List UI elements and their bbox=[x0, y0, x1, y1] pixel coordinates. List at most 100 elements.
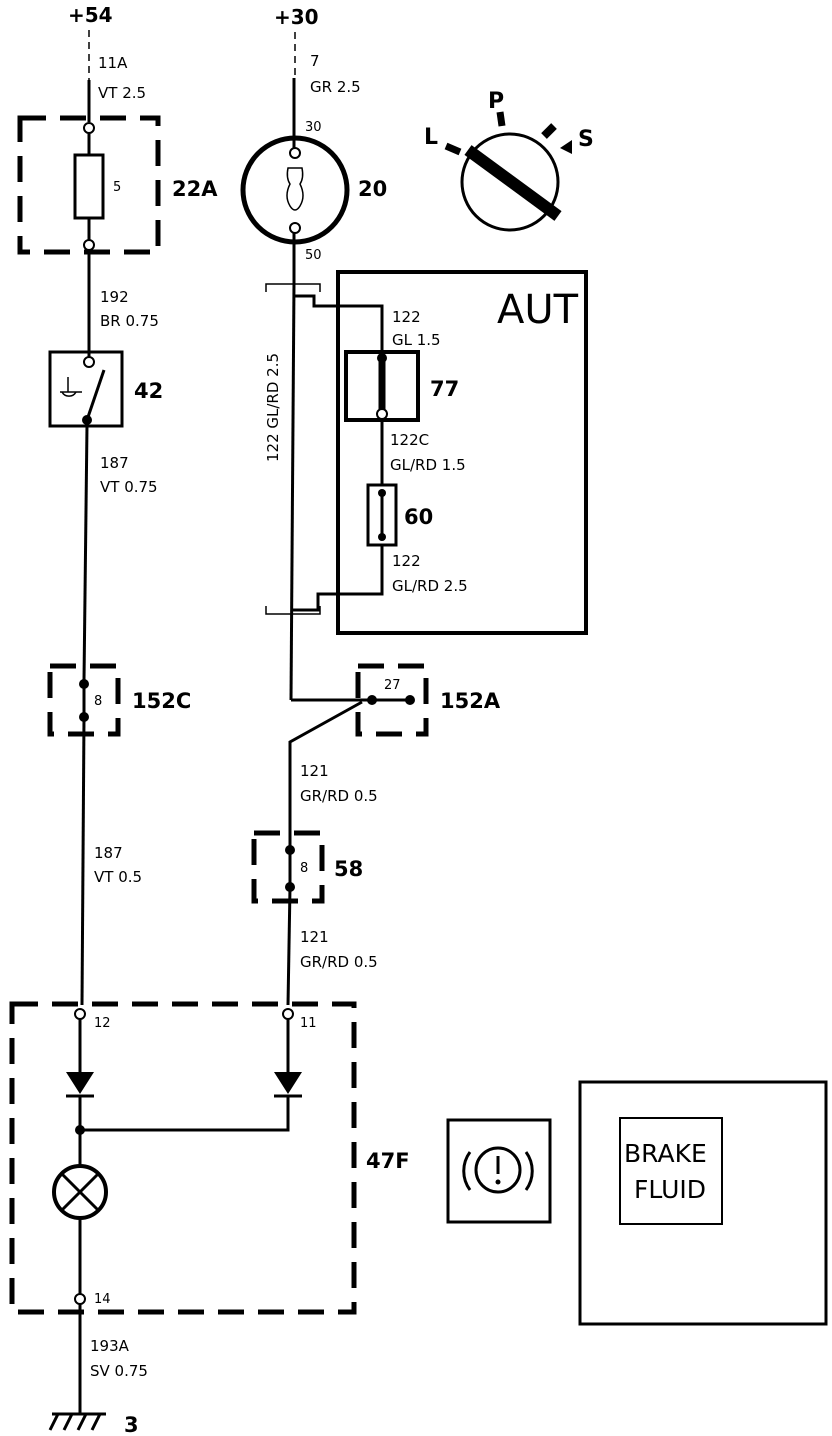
lamp-unit-pin-11-label: 11 bbox=[300, 1016, 317, 1031]
brake-warning-exclaim-dot bbox=[495, 1179, 501, 1185]
wire-193a-spec: SV 0.75 bbox=[90, 1362, 148, 1380]
brake-fluid-outer-frame bbox=[578, 1080, 828, 1326]
wire-187-lower bbox=[80, 716, 86, 1006]
wire-122-from-aut bbox=[291, 545, 384, 612]
ignition-terminal-50 bbox=[289, 222, 301, 234]
brake-warning-arc-right-icon bbox=[524, 1151, 534, 1191]
brake-fluid-inner-frame bbox=[619, 1117, 723, 1225]
wire-11a-spec: VT 2.5 bbox=[98, 84, 146, 102]
wire-122c-spec: GL/RD 1.5 bbox=[390, 456, 466, 474]
wire-121-lower bbox=[286, 886, 292, 1006]
wire-121-upper-num: 121 bbox=[300, 762, 329, 780]
wire-187-upper-spec: VT 0.75 bbox=[100, 478, 158, 496]
ground-icon bbox=[48, 1412, 106, 1431]
key-mark-s bbox=[541, 123, 557, 139]
lamp-unit-pin-14-label: 14 bbox=[94, 1292, 111, 1307]
wire-122-vertical bbox=[289, 281, 296, 701]
lamp-unit-47f: 12 11 14 47F bbox=[9, 1001, 410, 1315]
fuse-22a-terminal-bottom bbox=[83, 239, 95, 251]
component-60-label: 60 bbox=[404, 505, 433, 529]
wire-122-vertical-label: 122 GL/RD 2.5 bbox=[264, 353, 282, 462]
wire-11a-num: 11A bbox=[98, 54, 128, 72]
key-position-symbol: L P S bbox=[424, 89, 594, 232]
switch-42-symbol-arc bbox=[61, 391, 77, 397]
fuse-22a: 5 22A bbox=[17, 115, 218, 255]
switch-42-label: 42 bbox=[134, 379, 163, 403]
connector-152a-frame bbox=[355, 663, 429, 737]
fuse-22a-terminal-top bbox=[83, 122, 95, 134]
brake-warning-circle-icon bbox=[474, 1146, 522, 1194]
aut-box-frame bbox=[336, 270, 588, 635]
connector-58-label: 58 bbox=[334, 857, 363, 881]
key-mark-p bbox=[496, 111, 506, 127]
wire-193a-num: 193A bbox=[90, 1337, 130, 1355]
key-position-l: L bbox=[424, 125, 438, 150]
wire-7-spec: GR 2.5 bbox=[310, 78, 361, 96]
ground-hatch-4 bbox=[90, 1413, 102, 1431]
diode-junction bbox=[75, 1125, 85, 1135]
wire-121-lower-num: 121 bbox=[300, 928, 329, 946]
ignition-switch-label: 20 bbox=[358, 177, 387, 201]
aut-box: AUT 122 GL 1.5 77 122C GL/RD 1.5 60 122 … bbox=[336, 270, 588, 635]
connector-58-pin: 8 bbox=[300, 861, 308, 876]
key-position-p: P bbox=[488, 89, 504, 114]
connector-152c-label: 152C bbox=[132, 689, 191, 713]
switch-42-contact bbox=[85, 369, 106, 421]
wire-122c-num: 122C bbox=[390, 431, 429, 449]
wire-187-upper bbox=[82, 424, 89, 681]
key-arrow-s-icon bbox=[560, 140, 572, 154]
ignition-switch-20: 30 50 20 bbox=[240, 120, 387, 263]
ground-hatch-1 bbox=[48, 1413, 60, 1431]
wire-122b-spec: GL/RD 2.5 bbox=[392, 577, 468, 595]
connector-58: 8 58 bbox=[251, 830, 363, 904]
key-icon bbox=[286, 167, 304, 211]
brake-warning-symbol bbox=[446, 1118, 552, 1224]
lamp-unit-47f-label: 47F bbox=[366, 1149, 410, 1173]
connector-152a: 27 152A bbox=[355, 663, 501, 737]
fuse-22a-number: 5 bbox=[113, 180, 121, 195]
brake-fluid-panel: BRAKE FLUID bbox=[578, 1080, 828, 1326]
switch-42-terminal-top bbox=[83, 356, 95, 368]
connector-58-frame bbox=[251, 830, 325, 904]
supply-30-label: +30 bbox=[274, 5, 319, 29]
lamp-unit-pin-14 bbox=[74, 1293, 86, 1305]
ignition-pin-30: 30 bbox=[305, 120, 322, 135]
fuse-22a-element bbox=[73, 153, 105, 220]
wire-192-num: 192 bbox=[100, 288, 129, 306]
wire-122b-num: 122 bbox=[392, 552, 421, 570]
switch-42-symbol bbox=[60, 377, 82, 393]
wire-7-num: 7 bbox=[310, 52, 320, 70]
relay-77-label: 77 bbox=[430, 377, 459, 401]
wire-187-lower-num: 187 bbox=[94, 844, 123, 862]
diode-right-symbol bbox=[274, 1072, 302, 1094]
connector-152a-label: 152A bbox=[440, 689, 501, 713]
lamp-unit-pin-11 bbox=[282, 1008, 294, 1020]
supply-54-label: +54 bbox=[68, 3, 113, 27]
ignition-pin-50: 50 bbox=[305, 248, 322, 263]
component-60-body bbox=[366, 483, 398, 547]
key-position-s: S bbox=[578, 127, 594, 152]
brake-warning-frame bbox=[446, 1118, 552, 1224]
connector-152c: 8 152C bbox=[47, 663, 191, 737]
fuse-22a-label: 22A bbox=[172, 177, 218, 201]
warning-lamp-cross-b bbox=[60, 1172, 100, 1212]
wire-122-to-aut bbox=[294, 294, 384, 355]
lamp-unit-47f-frame bbox=[9, 1001, 357, 1315]
key-blade-icon bbox=[464, 145, 562, 221]
connector-152a-pin: 27 bbox=[384, 678, 401, 693]
lamp-unit-pin-12 bbox=[74, 1008, 86, 1020]
wire-121-lower-spec: GR/RD 0.5 bbox=[300, 953, 378, 971]
key-dial-icon bbox=[460, 132, 560, 232]
brake-fluid-line2: FLUID bbox=[634, 1175, 706, 1204]
left-circuit: 11A VT 2.5 5 22A 192 BR 0.75 42 187 bbox=[17, 30, 218, 1006]
wire-187-upper-num: 187 bbox=[100, 454, 129, 472]
wire-122a-spec: GL 1.5 bbox=[392, 331, 441, 349]
brake-fluid-line1: BRAKE bbox=[624, 1139, 707, 1168]
connector-152c-pin: 8 bbox=[94, 694, 102, 709]
diode-left-symbol bbox=[66, 1072, 94, 1094]
lamp-unit-pin-12-label: 12 bbox=[94, 1016, 111, 1031]
ground-hatch-3 bbox=[76, 1413, 88, 1431]
wire-187-lower-spec: VT 0.5 bbox=[94, 868, 142, 886]
switch-42: 42 bbox=[48, 350, 163, 428]
